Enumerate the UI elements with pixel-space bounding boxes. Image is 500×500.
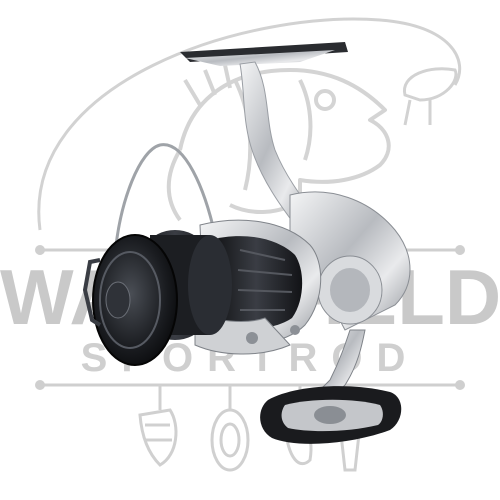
reel-rotor xyxy=(194,219,322,355)
lure-icon xyxy=(403,67,458,126)
reel-spool xyxy=(82,230,232,366)
jig-icon xyxy=(138,385,178,467)
reel-foot xyxy=(180,42,348,226)
reel-handle xyxy=(260,329,402,444)
bail-wire xyxy=(113,143,217,256)
reel-body xyxy=(289,191,411,331)
spinner-lure-icon xyxy=(210,385,250,472)
